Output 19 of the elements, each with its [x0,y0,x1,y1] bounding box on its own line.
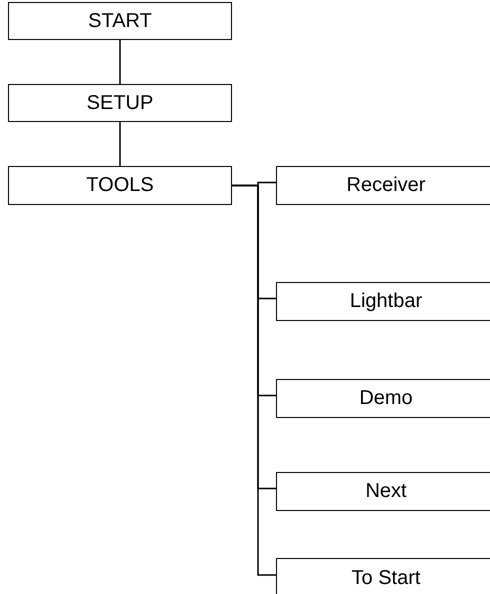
connector-line [232,184,276,576]
menu-box [8,84,232,122]
menu-box [276,472,490,511]
menu-box [276,379,490,418]
menu-label: Lightbar [350,290,422,313]
menu-box [276,282,490,321]
connector-line [119,122,121,166]
connector-line [119,40,121,84]
menu-box [276,166,490,205]
menu-label: Receiver [346,174,426,197]
menu-box [276,558,490,594]
menu-label: START [88,10,152,32]
menu-label: TOOLS [86,174,154,197]
menu-box [8,2,232,40]
menu-label: Demo [359,387,413,410]
menu-label: SETUP [86,92,154,114]
menu-label: Next [365,480,407,503]
menu-label: To Start [352,566,420,590]
menu-box [8,166,232,205]
